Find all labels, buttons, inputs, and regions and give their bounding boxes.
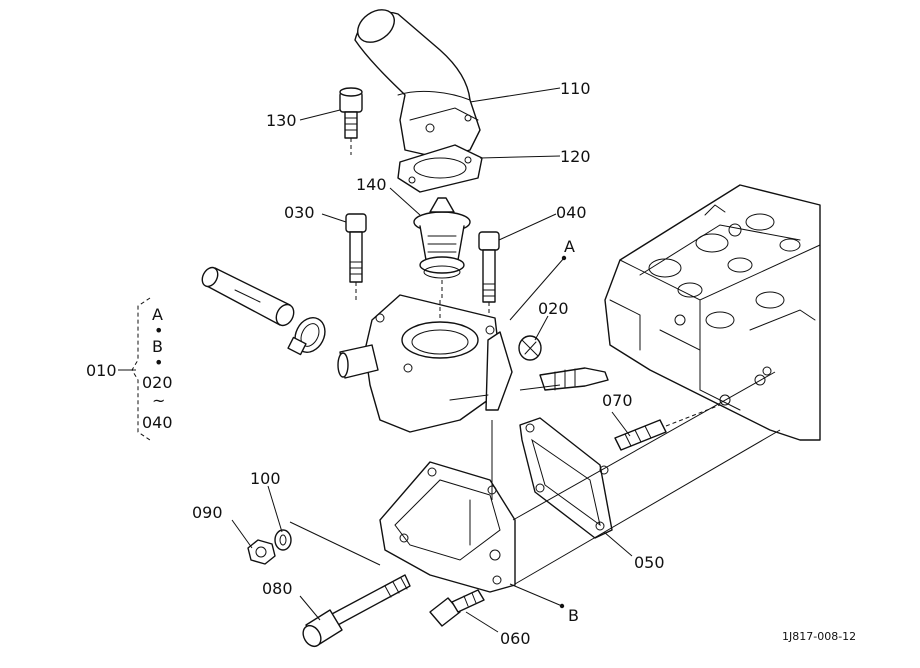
- group-item-020: 020: [142, 373, 173, 392]
- callout-050: 050: [634, 553, 665, 572]
- callout-040: 040: [556, 203, 587, 222]
- callout-130: 130: [266, 111, 297, 130]
- group-bracket: [131, 297, 151, 441]
- group-item-b: B: [152, 337, 163, 356]
- group-range-tilde: ~: [152, 391, 165, 410]
- callout-100: 100: [250, 469, 281, 488]
- callout-060: 060: [500, 629, 531, 648]
- radiator-hose: [201, 266, 295, 327]
- water-flange: [379, 461, 516, 593]
- thermostat: [413, 197, 471, 300]
- long-bolt-080: [302, 574, 411, 648]
- ref-dot-a: [561, 255, 567, 261]
- group-item-040: 040: [142, 413, 173, 432]
- plug-020: [518, 335, 542, 361]
- cylinder-head: [604, 184, 821, 441]
- ref-dot-b: [559, 603, 565, 609]
- leader-lines: [118, 87, 633, 633]
- guide-line: [519, 384, 561, 391]
- hose-clamp: [287, 317, 326, 356]
- callout-ref-b: B: [568, 606, 579, 625]
- outlet-gasket: [397, 144, 483, 193]
- callout-070: 070: [602, 391, 633, 410]
- group-item-a: A: [152, 305, 163, 324]
- callout-080: 080: [262, 579, 293, 598]
- group-separator: •: [154, 321, 163, 340]
- guide-line: [289, 521, 381, 566]
- callout-140: 140: [356, 175, 387, 194]
- hose-fitting: [539, 367, 609, 391]
- guide-line: [512, 371, 776, 521]
- callout-010: 010: [86, 361, 117, 380]
- bolt-060: [429, 589, 485, 627]
- assembly-group-list: A • B • 020 ~ 040: [142, 305, 173, 432]
- stud-070: [614, 404, 721, 451]
- callout-030: 030: [284, 203, 315, 222]
- callout-110: 110: [560, 79, 591, 98]
- bolt-040: [478, 231, 500, 325]
- bolt-030: [345, 213, 367, 300]
- washer-100: [274, 529, 292, 551]
- callout-ref-a: A: [564, 237, 575, 256]
- water-outlet-pipe: [354, 9, 481, 159]
- callout-020: 020: [538, 299, 569, 318]
- bolt-130: [339, 87, 363, 155]
- figure-code: 1J817-008-12: [782, 630, 856, 643]
- nut-090: [247, 539, 276, 565]
- callout-120: 120: [560, 147, 591, 166]
- thermostat-housing: [337, 294, 513, 433]
- guide-line: [514, 429, 781, 585]
- callout-090: 090: [192, 503, 223, 522]
- group-separator: •: [154, 353, 163, 372]
- gasket-050: [519, 417, 613, 539]
